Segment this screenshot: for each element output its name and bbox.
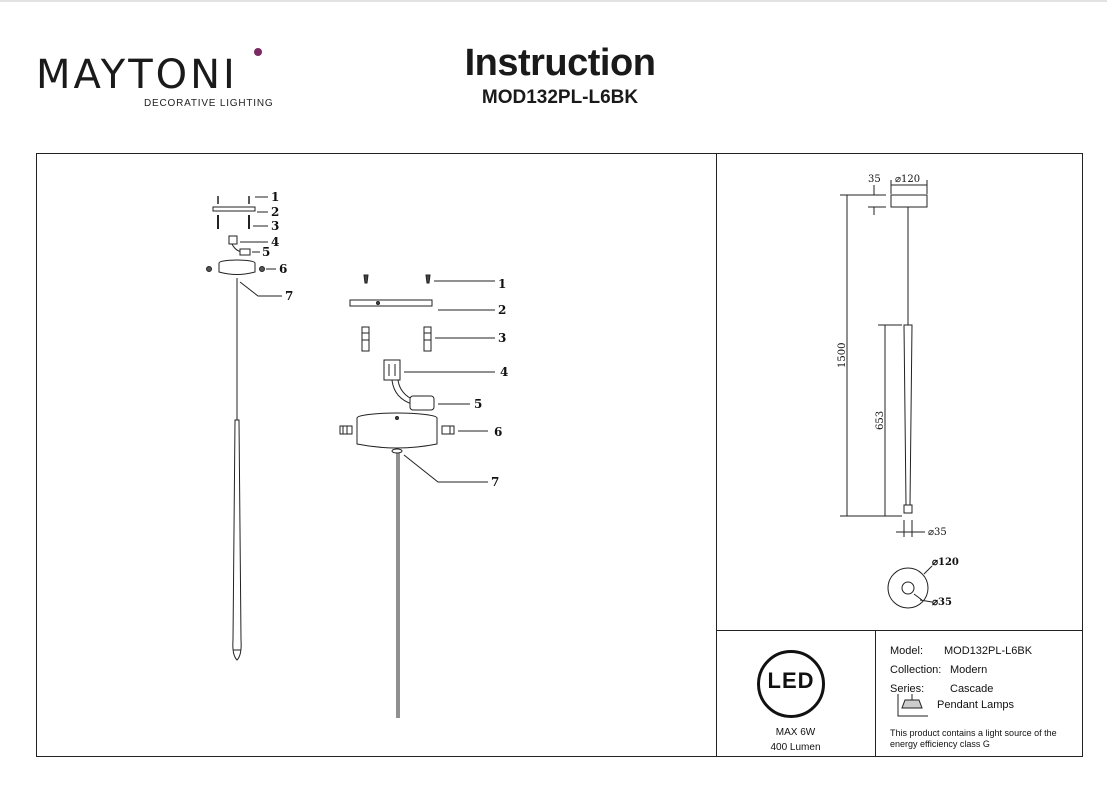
dim-total-length: 1500 (837, 343, 848, 368)
brand-logo: MAYTONI DECORATIVE LIGHTING (36, 44, 336, 132)
dim-canopy-height: 35 (868, 174, 881, 185)
callout-7: 7 (491, 475, 499, 489)
led-lumen: 400 Lumen (770, 742, 821, 753)
energy-efficiency-note: This product contains a light source of … (890, 728, 1057, 749)
dim-top-outer: ⌀120 (932, 557, 959, 568)
dim-top-inner: ⌀35 (932, 597, 952, 608)
spec-type-value: Pendant Lamps (937, 699, 1015, 711)
spec-collection-value: Modern (950, 664, 988, 676)
dimension-labels: 35 ⌀120 1500 653 ⌀35 ⌀120 ⌀35 (837, 174, 959, 608)
callout-2: 2 (498, 303, 506, 317)
exploded-assembly-drawing (339, 274, 495, 718)
callout-3-small: 3 (271, 219, 279, 233)
brand-name: MAYTONI (36, 52, 238, 98)
overview-callouts: 1 2 3 4 5 6 7 (262, 190, 293, 303)
spec-collection-label: Collection: (890, 664, 942, 676)
exploded-callouts: 1 2 3 4 5 6 7 (474, 277, 508, 489)
top-divider (0, 0, 1107, 2)
callout-6-small: 6 (279, 262, 287, 276)
callout-2-small: 2 (271, 205, 279, 219)
panel-divider-horizontal (716, 630, 1083, 631)
callout-5-small: 5 (262, 245, 270, 259)
instruction-frame (36, 153, 1083, 757)
spec-series-value: Cascade (950, 683, 994, 695)
brand-tagline: DECORATIVE LIGHTING (144, 98, 274, 109)
led-badge-label: LED (767, 668, 815, 693)
brand-logo-dot (254, 48, 262, 56)
callout-7-small: 7 (285, 289, 293, 303)
document-model: MOD132PL-L6BK (481, 87, 639, 108)
spec-model-value: MOD132PL-L6BK (944, 645, 1033, 657)
spec-divider-vertical (875, 630, 876, 757)
dimension-drawing (840, 180, 933, 609)
callout-3: 3 (498, 331, 506, 345)
pendant-lamp-icon (897, 694, 928, 717)
led-max-power: MAX 6W (775, 727, 816, 738)
dim-shade-length: 653 (875, 411, 886, 430)
led-badge-circle (757, 650, 825, 718)
spec-model-label: Model: (890, 645, 924, 657)
spec-series-label: Series: (890, 683, 925, 695)
callout-4: 4 (500, 365, 508, 379)
callout-6: 6 (494, 425, 502, 439)
callout-1: 1 (498, 277, 506, 291)
callout-5: 5 (474, 397, 482, 411)
document-title: Instruction (464, 42, 656, 84)
dim-canopy-diameter: ⌀120 (895, 174, 920, 185)
dim-shade-diameter: ⌀35 (928, 527, 947, 538)
panel-divider-vertical (716, 153, 717, 757)
callout-1-small: 1 (271, 190, 279, 204)
overview-pendant-drawing (206, 196, 282, 661)
callout-4-small: 4 (271, 235, 279, 249)
